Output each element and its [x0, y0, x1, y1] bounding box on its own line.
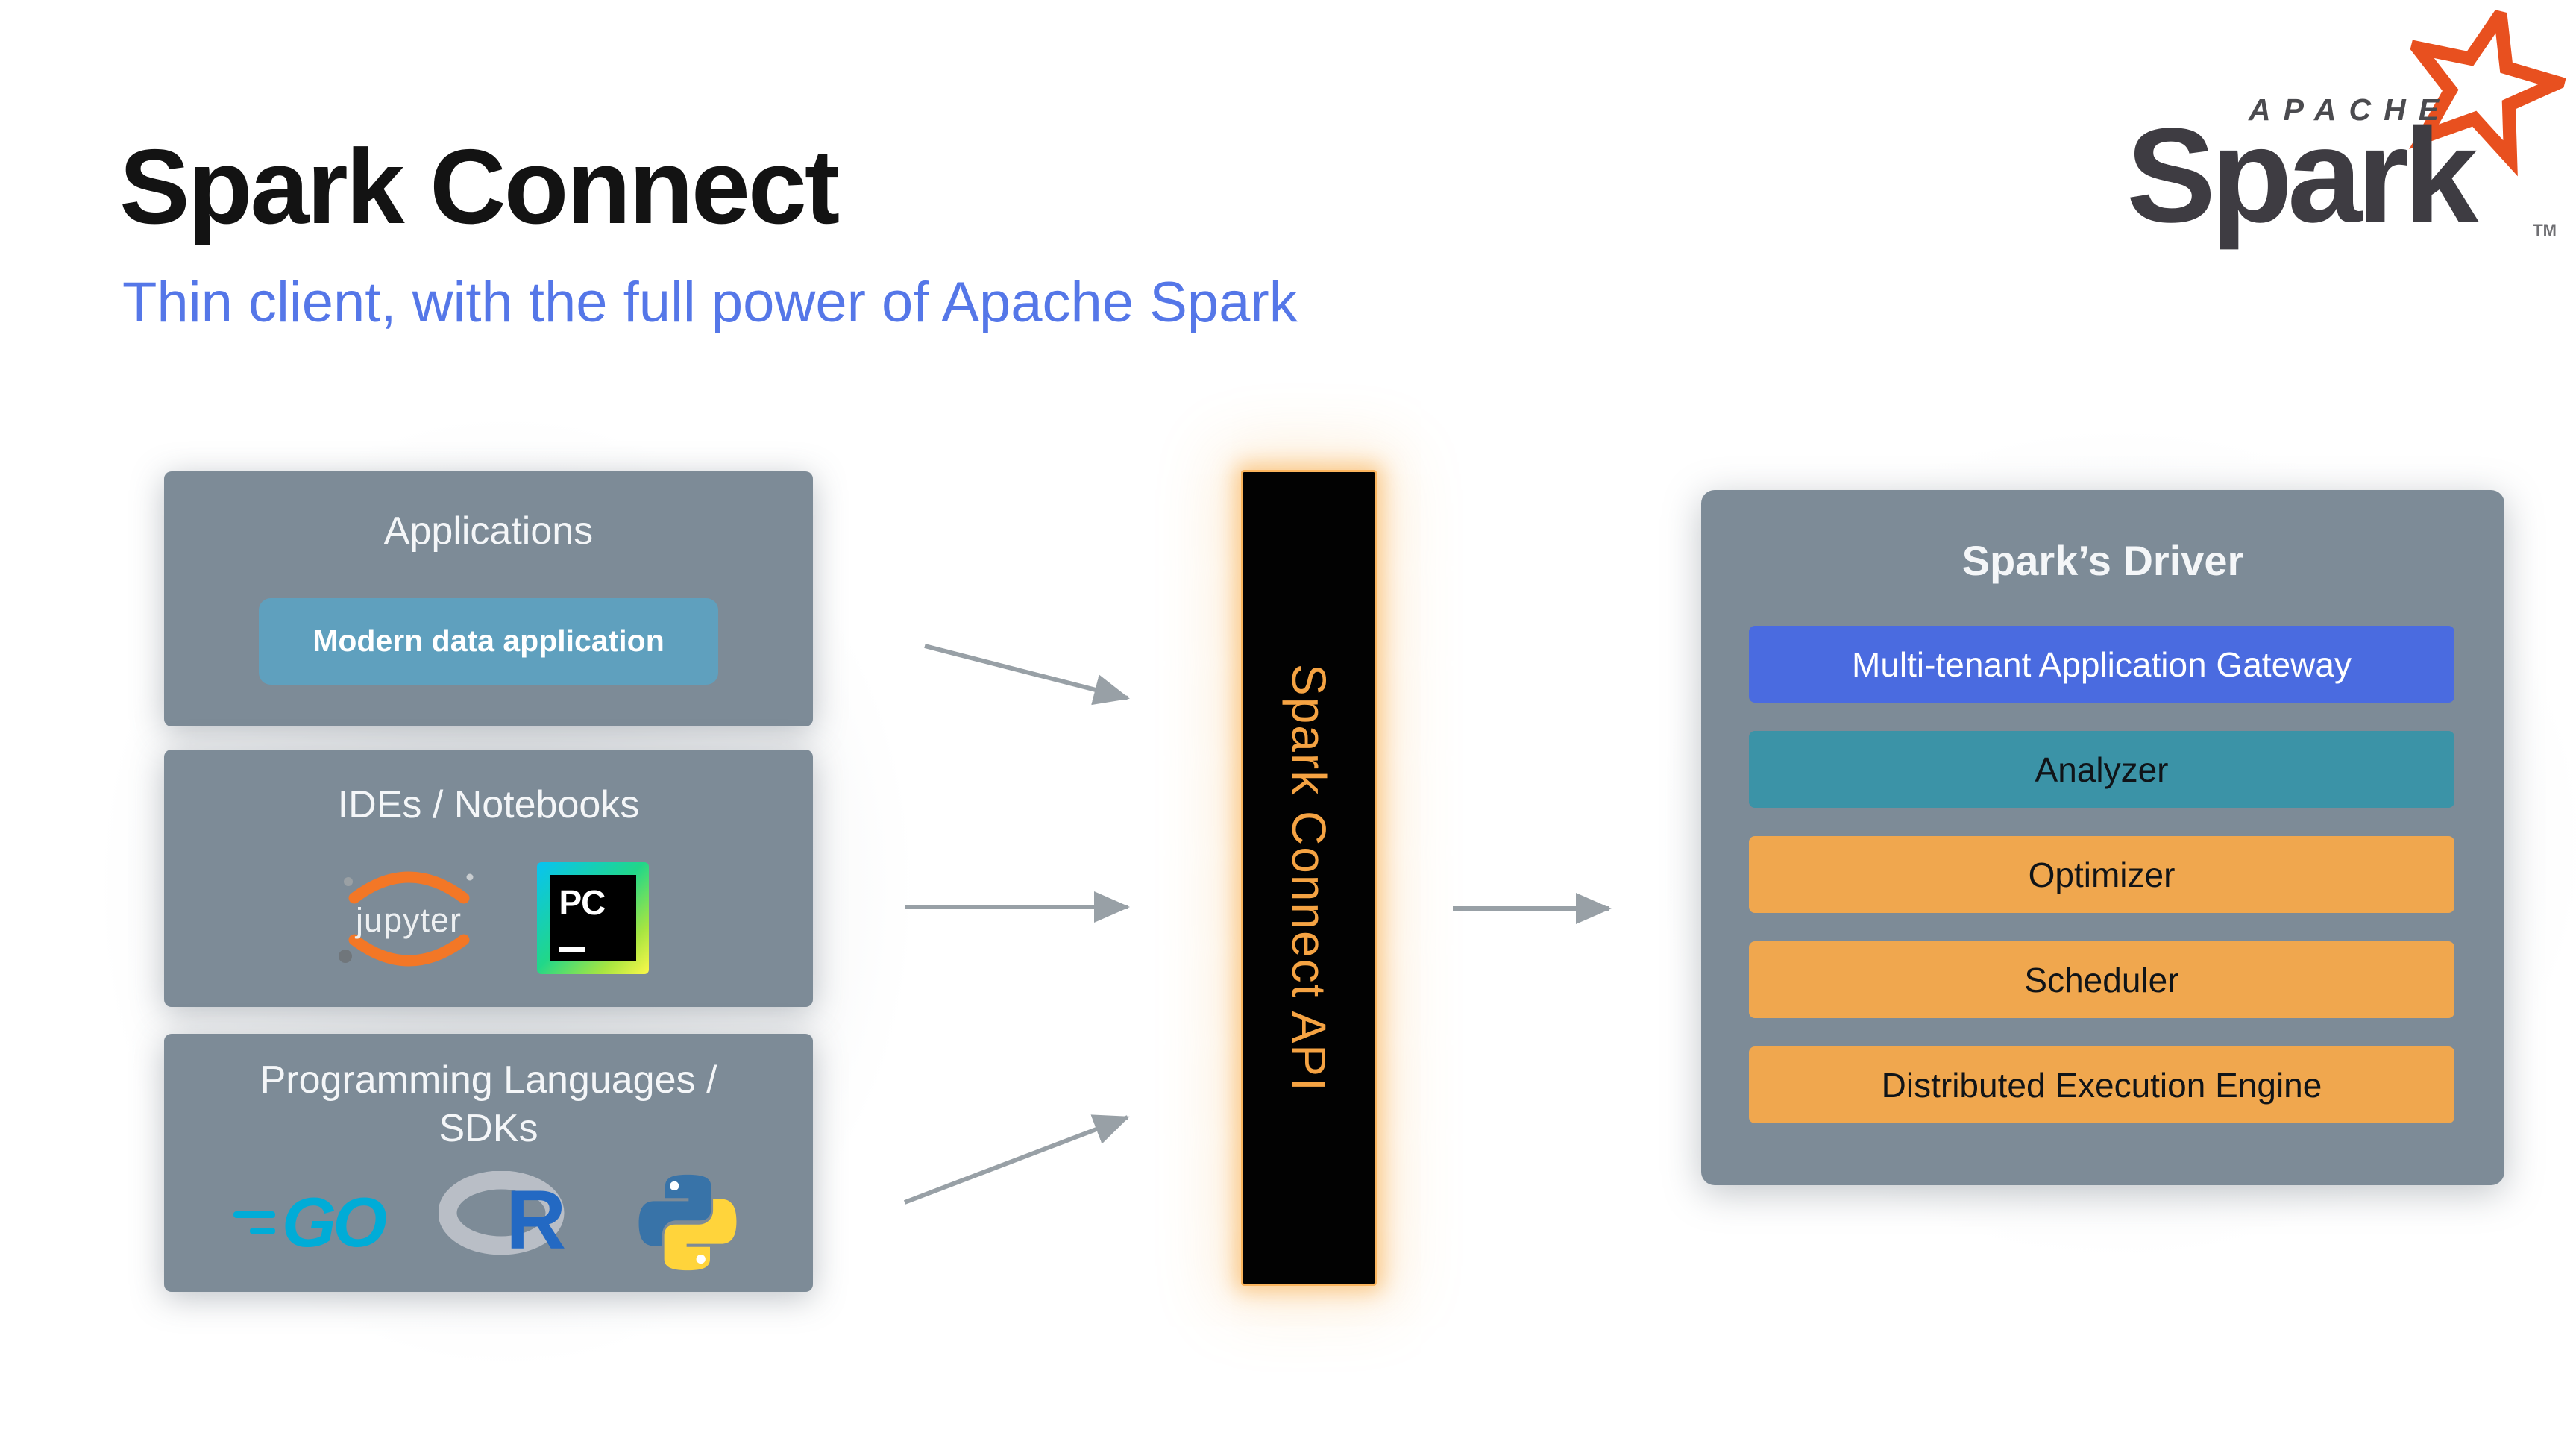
spark-connect-api-bar: Spark Connect API	[1241, 470, 1377, 1286]
apache-text: APACHE	[2249, 92, 2452, 127]
slide-title: Spark Connect	[119, 128, 840, 247]
r-label: R	[506, 1173, 567, 1266]
languages-content: GO R	[164, 1153, 813, 1292]
apache-spark-logo: APACHE Spark TM	[2120, 0, 2576, 258]
pycharm-inner-square: PC	[549, 875, 636, 961]
driver-layer-execution-engine: Distributed Execution Engine	[1749, 1046, 2454, 1123]
ides-title: IDEs / Notebooks	[337, 783, 640, 826]
applications-content: Modern data application	[164, 556, 813, 726]
slide-subtitle: Thin client, with the full power of Apac…	[122, 271, 1298, 334]
r-logo: R	[439, 1171, 577, 1274]
driver-layer-optimizer: Optimizer	[1749, 836, 2454, 913]
driver-layer-gateway: Multi-tenant Application Gateway	[1749, 626, 2454, 703]
languages-title: Programming Languages / SDKs	[260, 1058, 717, 1150]
python-logo-icon	[638, 1174, 737, 1271]
go-label: GO	[281, 1183, 387, 1261]
spark-star-icon	[2401, 0, 2576, 177]
r-ring-icon	[439, 1171, 565, 1255]
ides-content: jupyter PC	[164, 829, 813, 1007]
trademark-text: TM	[2533, 221, 2557, 239]
applications-box: Applications Modern data application	[164, 471, 813, 726]
modern-data-application-chip: Modern data application	[259, 597, 718, 685]
arrow-languages-to-api	[903, 1114, 1130, 1205]
pycharm-underscore	[559, 947, 585, 952]
jupyter-label: jupyter	[355, 901, 462, 939]
applications-title: Applications	[383, 509, 594, 553]
ides-notebooks-box: IDEs / Notebooks jupyter PC	[164, 750, 813, 1007]
pycharm-label: PC	[559, 883, 606, 922]
arrow-applications-to-api	[924, 644, 1130, 706]
languages-sdks-box: Programming Languages / SDKs GO R	[164, 1034, 813, 1292]
go-speed-lines-icon	[233, 1211, 275, 1234]
driver-layer-scheduler: Scheduler	[1749, 941, 2454, 1018]
driver-layers: Multi-tenant Application Gateway Analyze…	[1749, 626, 2454, 1123]
spark-connect-api-label: Spark Connect API	[1282, 663, 1336, 1093]
jupyter-logo: jupyter	[329, 852, 489, 985]
jupyter-arcs-icon	[338, 871, 473, 967]
driver-layer-analyzer: Analyzer	[1749, 731, 2454, 808]
pycharm-logo: PC	[536, 862, 649, 974]
spark-driver-box: Spark’s Driver Multi-tenant Application …	[1701, 490, 2504, 1185]
spark-driver-title: Spark’s Driver	[1961, 537, 2244, 584]
go-logo: GO	[233, 1183, 387, 1261]
spark-wordmark: Spark	[2126, 101, 2478, 251]
